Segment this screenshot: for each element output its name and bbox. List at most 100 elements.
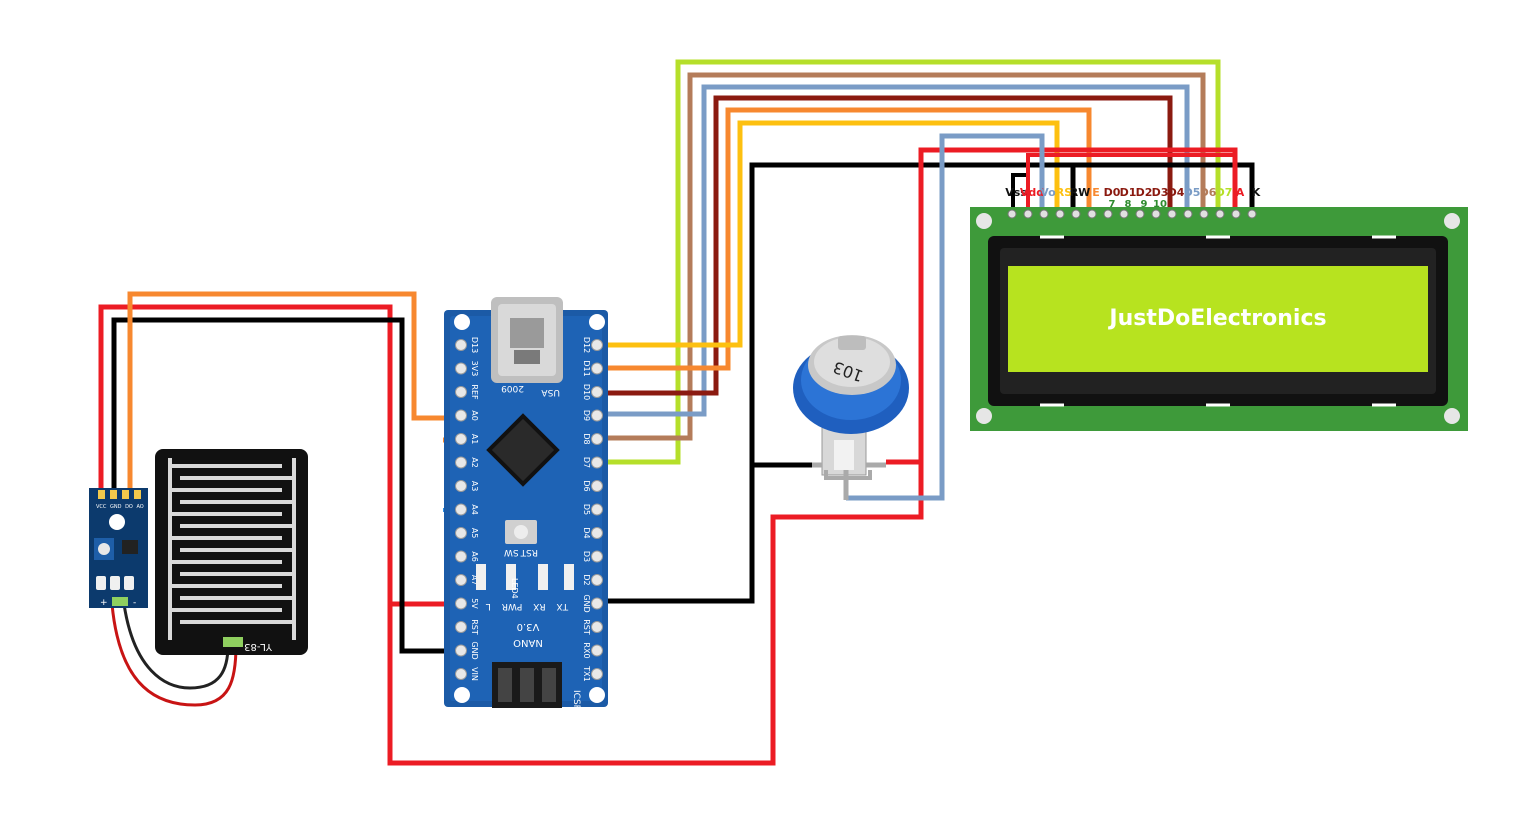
wire-darkred-d10 <box>596 95 1173 396</box>
nano-version: V3.0 <box>517 621 540 632</box>
nano-pin-label: D3 <box>582 551 591 562</box>
lcd-pin-vo <box>1039 209 1049 219</box>
atmega-chip <box>486 413 560 487</box>
lcd-pin-e <box>1087 209 1097 219</box>
nano-pin-label: D11 <box>582 360 591 376</box>
nano-pin-5v <box>455 597 467 610</box>
nano-pin-a3 <box>455 480 467 492</box>
lcd-pin-d1 <box>1119 209 1129 219</box>
nano-pin-a5 <box>455 527 467 539</box>
nano-model: NANO <box>513 637 543 648</box>
nano-pin-d4 <box>591 527 603 539</box>
lcd-pin-label: RS <box>1056 186 1072 199</box>
lcd-pin-number: 7 <box>1109 199 1116 210</box>
reset-button <box>505 520 537 544</box>
nano-pin-label: D9 <box>582 410 591 421</box>
lcd-pin-label: E <box>1092 186 1100 199</box>
nano-pin-gnd <box>591 597 603 610</box>
sensor-minus-label: - <box>133 598 136 608</box>
wire-brown-d8 <box>596 72 1206 441</box>
wire-orange-d11 <box>596 107 1092 371</box>
led-tag: LED4 <box>510 578 519 599</box>
lcd-pin-label: RW <box>1070 186 1091 199</box>
lcd-pin-label: K <box>1252 186 1261 199</box>
lcd-pin-number: 8 <box>1125 199 1132 210</box>
nano-pin-label: RST <box>582 619 591 635</box>
nano-pin-vin <box>455 668 467 680</box>
nano-pin-tx1 <box>591 668 603 680</box>
wire-probe-black <box>122 603 230 690</box>
sensor-module-pins <box>98 490 141 499</box>
nano-pin-label: A2 <box>470 457 479 468</box>
wires <box>98 59 1255 766</box>
nano-pin-label: 3V3 <box>470 361 479 377</box>
lcd-pin-label: D6 <box>1200 186 1217 199</box>
nano-pin-d7 <box>591 456 603 469</box>
lcd-pin-label: A <box>1236 186 1245 199</box>
lcd-pin-d3 <box>1151 209 1161 219</box>
wire-black-vss <box>1011 173 1026 214</box>
lcd-pin-d7 <box>1215 209 1225 219</box>
nano-pin-label: D6 <box>582 480 591 491</box>
nano-pin-d12 <box>591 339 603 351</box>
lcd-text: JustDoElectronics <box>1107 306 1326 331</box>
lcd-pin-label: D4 <box>1168 186 1185 199</box>
lcd-pin-label: D3 <box>1152 186 1169 199</box>
nano-pin-label: D10 <box>582 384 591 400</box>
wire-red-sensor <box>98 304 393 604</box>
rain-sensor-label: YL-83 <box>244 641 273 652</box>
nano-pin-d11 <box>591 362 603 375</box>
nano-usb-label: USA <box>541 387 560 397</box>
lcd-pin-number: 10 <box>1153 199 1167 210</box>
lcd-pin-vdd <box>1023 209 1033 219</box>
reset-label: RSTSW <box>504 547 538 557</box>
lcd-pin-label: D2 <box>1136 186 1153 199</box>
sensor-plus-label: + <box>100 598 108 608</box>
nano-pin-d5 <box>591 503 603 516</box>
wire-blue-vo <box>846 133 1045 501</box>
nano-pin-d6 <box>591 480 603 492</box>
lcd-pin-d0 <box>1103 209 1113 219</box>
nano-pin-label: RST <box>470 619 479 635</box>
nano-year: 2009 <box>501 383 524 393</box>
sensor-module: VCC GND DO AO + - <box>89 488 148 608</box>
nano-pin-a7 <box>455 574 467 586</box>
icsp-label: ICSP <box>571 690 581 711</box>
rain-sensor-plate: YL-83 <box>155 449 308 655</box>
lcd-pin-label: Vss <box>1005 186 1027 199</box>
nano-pin-label: GND <box>470 641 479 659</box>
usb-connector <box>491 297 563 383</box>
nano-pin-label: D7 <box>582 457 591 468</box>
lcd-pin-rw <box>1071 209 1081 219</box>
wire-blue-d9 <box>596 84 1190 417</box>
nano-pin-label: VIN <box>470 667 479 681</box>
lcd-pin-label: Vdd <box>1020 186 1044 199</box>
lcd-pin-d6 <box>1199 209 1209 219</box>
lcd-pin-label: Vo <box>1040 186 1056 199</box>
lcd-pin-a <box>1231 209 1241 219</box>
nano-pin-a4 <box>455 503 467 516</box>
lcd-pin-vss <box>1007 209 1017 219</box>
wire-black-sensor <box>111 317 456 654</box>
nano-pin-label: 5V <box>470 598 479 609</box>
nano-pin-d10 <box>591 386 603 398</box>
nano-pin-rst <box>455 621 467 633</box>
nano-pin-rx0 <box>591 644 603 657</box>
nano-pin-label: D12 <box>582 337 591 353</box>
lcd-pin-d4 <box>1167 209 1177 219</box>
nano-pin-label: D5 <box>582 504 591 515</box>
nano-pin-label: REF <box>470 384 479 400</box>
lcd-pin-d2 <box>1135 209 1145 219</box>
nano-pin-label: D2 <box>582 574 591 585</box>
nano-leds <box>476 564 574 590</box>
nano-pin-label: GND <box>582 594 591 612</box>
nano-left-pins <box>455 339 467 680</box>
nano-pin-gnd <box>455 644 467 657</box>
nano-pin-label: A6 <box>470 551 479 562</box>
nano-pin-label: D8 <box>582 433 591 444</box>
